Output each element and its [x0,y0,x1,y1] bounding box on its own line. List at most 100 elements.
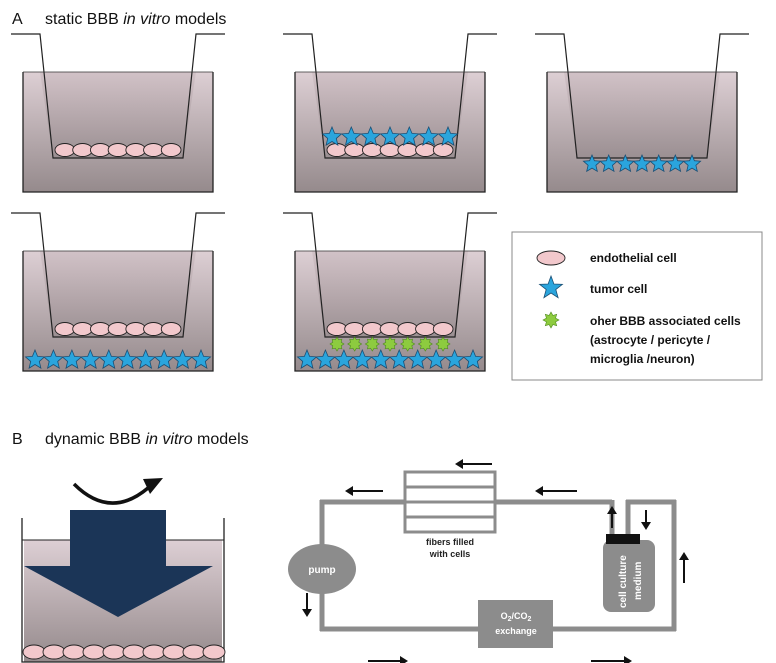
tumor-cell-icon [437,125,459,146]
legend-endothelial-icon [536,250,566,266]
tumor-cell-icon [443,348,466,369]
endothelial-cell [42,644,66,660]
bbb-associated-cell-icon [329,336,345,352]
endothelial-cell [415,322,436,336]
rotation-arrowhead-icon [143,478,163,494]
flow-arrows [302,459,689,663]
flow-arrowhead-icon [345,486,353,496]
tumor-cell-icon [340,125,362,146]
endothelial-cell [54,322,76,336]
endothelial-cell [125,143,147,157]
endothelial-cell [432,322,454,336]
legend: endothelial cell tumor cell oher BBB ass… [511,231,763,381]
medium-bottle: cell culture medium [603,534,655,612]
medium-bottle-body [603,540,655,612]
tumor-cell-icon [632,153,652,173]
tumor-cell-icon [135,348,157,369]
flow-arrowhead-icon [641,522,651,530]
tumor-cell-icon [351,348,373,369]
insert-medium [312,251,468,337]
pump-body [288,544,356,594]
endothelial-cell [62,644,86,660]
tumor-cell-icon [407,348,429,369]
endothelial-cell [202,644,226,660]
panel-a-title: static BBB in vitro models [45,11,226,28]
tumor-cell-icon [321,125,343,146]
tumor-cell-icon [582,153,602,173]
transwell-insert [11,212,225,338]
tumor-cell-icon [370,348,392,369]
tumor-cell-icon [360,125,382,146]
panel-a-letter: A [12,11,23,28]
endothelial-cell [82,644,106,660]
gas-exchange-label-2: exchange [495,626,537,636]
endothelial-cell [182,644,206,660]
endothelial-cell [361,322,383,336]
well-wall [294,72,486,193]
tumor-cell-icon [333,348,355,369]
endothelial-cell [89,322,111,336]
legend-other-label-1: oher BBB associated cells [590,314,741,328]
flow-arrowhead-icon [679,552,689,560]
flow-arrow-block [24,510,213,617]
legend-other-cell-icon [542,311,560,329]
tumor-cell-icon [649,153,669,173]
tumor-cell-icon [79,348,101,369]
insert-medium [40,251,196,337]
bbb-associated-cell-icon [347,336,363,352]
endothelial-cell [107,143,129,157]
endothelial-cell [379,322,401,336]
endothelial-cell [344,143,365,157]
endothelial-cell [160,322,182,336]
dynamic-well-wall [21,518,225,663]
endothelial-cell [22,644,46,660]
gas-exchange: O2/CO2 exchange [478,600,553,648]
tumor-cell-icon [379,125,401,146]
legend-endothelial-label: endothelial cell [590,251,677,265]
endothelial-cell [72,322,93,336]
endothelial-cell [432,143,454,157]
legend-other-label-3: microglia /neuron) [590,352,695,366]
tumor-cell-icon [190,348,212,369]
transwell-model-4 [11,212,225,372]
endothelial-cell [143,143,164,157]
fibers: fibers filled with cells [403,470,497,559]
flow-arrowhead-icon [624,656,632,663]
endothelial-cell [143,322,164,336]
tumor-cell-icon [615,153,635,173]
transwell-model-2 [283,33,497,193]
bbb-associated-cell-icon [382,336,398,352]
bbb-associated-cell-icon [364,336,380,352]
legend-other-label-2: (astrocyte / pericyte / [590,333,711,347]
panel-b-title: dynamic BBB in vitro models [45,431,249,448]
pump: pump [288,544,356,594]
bbb-associated-cell-icon [417,336,433,352]
tumor-cell-icon [42,348,65,369]
endothelial-cell [397,143,419,157]
tumor-cell-icon [418,125,440,146]
endothelial-cell [379,143,401,157]
flow-arrowhead-icon [455,459,463,469]
rotation-arrow-icon [72,482,150,505]
tumor-cell-icon [296,348,318,369]
tumor-cell-icon [682,153,702,173]
endothelial-cell [89,143,111,157]
endothelial-cell [54,143,76,157]
endothelial-cell [162,644,186,660]
tumor-cell-icon [116,348,138,369]
endothelial-cell [125,322,147,336]
endothelial-cell [107,322,129,336]
endothelial-cell [344,322,365,336]
medium-label-1: cell culture [618,555,629,608]
medium-bottle-cap [606,534,640,544]
well-wall [22,251,214,372]
fibers-label-1: fibers filled [426,537,474,547]
bbb-associated-cell-icon [435,336,451,352]
endothelial-cell [415,143,436,157]
transwell-insert [11,33,225,159]
fibers-label-2: with cells [429,549,471,559]
flow-arrowhead-icon [400,656,408,663]
tumor-cell-icon [398,125,420,146]
well-wall [294,251,486,372]
pump-label: pump [308,565,335,576]
